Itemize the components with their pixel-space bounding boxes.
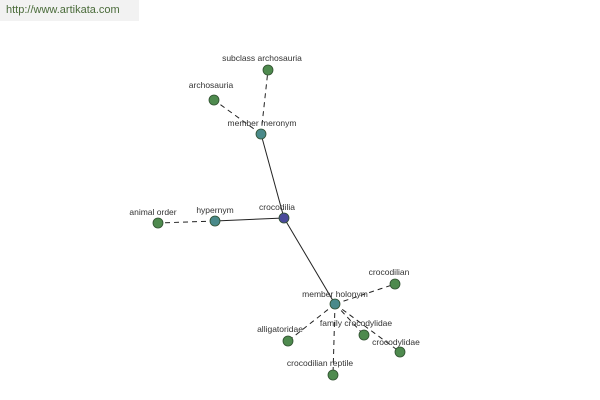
node-archosauria[interactable]: archosauria	[189, 80, 234, 106]
edge-member_holonym-to-crocodilian	[334, 283, 396, 305]
node-label-archosauria: archosauria	[189, 80, 234, 90]
node-dot-crocodilia[interactable]	[278, 212, 290, 224]
node-label-animal_order: animal order	[129, 207, 176, 217]
node-label-member_holonym: member holonym	[302, 289, 368, 299]
node-dot-animal_order[interactable]	[152, 217, 164, 229]
edge-crocodilia-to-member_meronym	[260, 133, 285, 219]
node-subclass_archosauria[interactable]: subclass archosauria	[222, 53, 302, 76]
node-member_meronym[interactable]: member meronym	[228, 118, 297, 140]
node-dot-member_holonym[interactable]	[329, 298, 341, 310]
node-member_holonym[interactable]: member holonym	[302, 289, 368, 310]
node-crocodylidae[interactable]: crocodylidae	[372, 337, 420, 358]
node-animal_order[interactable]: animal order	[129, 207, 177, 229]
edge-member_holonym-to-crocodilian_reptile	[332, 303, 336, 376]
node-dot-member_meronym[interactable]	[255, 128, 267, 140]
url-banner: http://www.artikata.com	[0, 0, 139, 21]
node-dot-alligatoridae[interactable]	[282, 335, 294, 347]
node-label-crocodilian_reptile: crocodilian reptile	[287, 358, 353, 368]
node-label-crocodilian: crocodilian	[369, 267, 410, 277]
node-crocodilia[interactable]: crocodilia	[259, 202, 295, 224]
edge-crocodilia-to-hypernym	[214, 217, 285, 222]
edge-member_holonym-to-crocodylidae	[334, 303, 401, 353]
node-alligatoridae[interactable]: alligatoridae	[257, 324, 303, 347]
edge-hypernym-to-animal_order	[157, 220, 216, 224]
node-label-hypernym: hypernym	[196, 205, 233, 215]
node-dot-subclass_archosauria[interactable]	[262, 64, 274, 76]
node-label-member_meronym: member meronym	[228, 118, 297, 128]
nodes-layer: crocodilia member meronym hypernym member h…	[129, 53, 420, 381]
node-dot-crocodylidae[interactable]	[394, 346, 406, 358]
edge-member_holonym-to-alligatoridae	[287, 303, 336, 342]
edge-member_holonym-to-family_crocodylidae	[334, 303, 365, 336]
node-label-subclass_archosauria: subclass archosauria	[222, 53, 302, 63]
edge-crocodilia-to-member_holonym	[283, 217, 336, 305]
node-dot-crocodilian_reptile[interactable]	[327, 369, 339, 381]
node-dot-crocodilian[interactable]	[389, 278, 401, 290]
node-crocodilian[interactable]: crocodilian	[369, 267, 410, 290]
node-dot-hypernym[interactable]	[209, 215, 221, 227]
edges-layer	[157, 69, 401, 376]
node-label-crocodilia: crocodilia	[259, 202, 295, 212]
node-crocodilian_reptile[interactable]: crocodilian reptile	[287, 358, 353, 381]
site-url-link[interactable]: http://www.artikata.com	[6, 4, 120, 16]
node-dot-family_crocodylidae[interactable]	[358, 329, 370, 341]
node-hypernym[interactable]: hypernym	[196, 205, 234, 227]
edge-member_meronym-to-archosauria	[213, 99, 262, 135]
node-family_crocodylidae[interactable]: family crocodylidae	[320, 318, 393, 341]
edge-member_meronym-to-subclass_archosauria	[260, 69, 269, 135]
node-dot-archosauria[interactable]	[208, 94, 220, 106]
node-label-family_crocodylidae: family crocodylidae	[320, 318, 393, 328]
node-label-crocodylidae: crocodylidae	[372, 337, 420, 347]
node-label-alligatoridae: alligatoridae	[257, 324, 303, 334]
